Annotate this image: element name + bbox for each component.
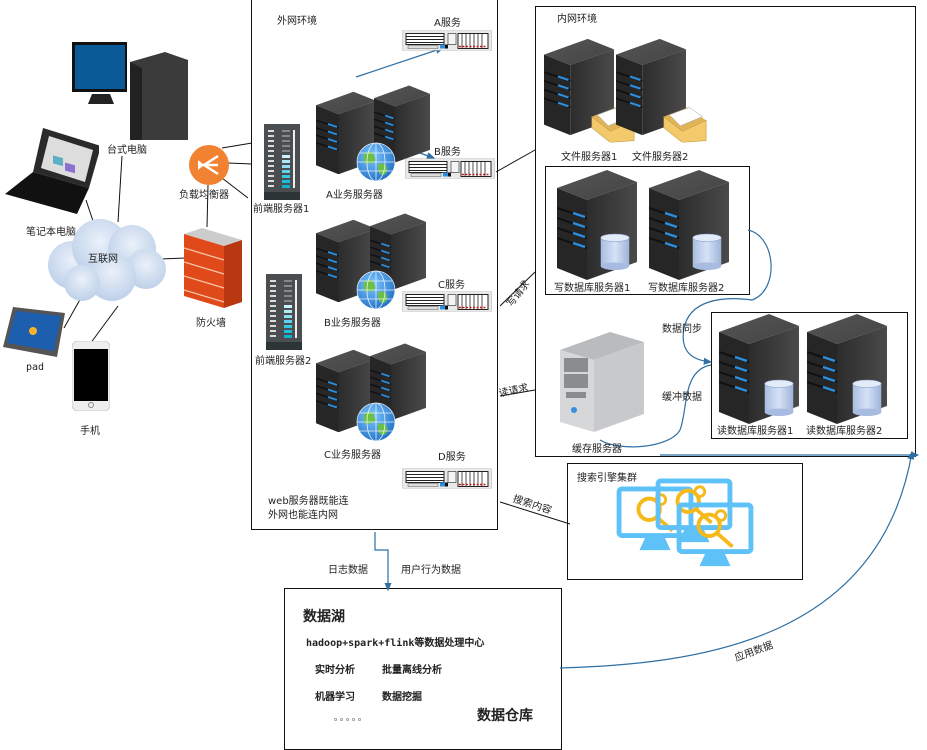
line-balancer-fe1b [227, 162, 253, 165]
desktop-computer-icon [70, 40, 190, 158]
data-mining: 数据挖掘 [382, 692, 422, 703]
batch-offline-analysis: 批量离线分析 [382, 665, 442, 676]
globe-icon [356, 270, 396, 310]
database-icon [600, 228, 630, 276]
log-data-label: 日志数据 [328, 565, 368, 576]
globe-icon [356, 402, 396, 442]
buffer-label: 缓冲数据 [662, 392, 702, 403]
pad-tablet-icon [3, 307, 67, 357]
service-c-label: C服务 [438, 280, 465, 291]
datalake-title: 数据湖 [303, 609, 345, 625]
service-d-rack-icon [402, 468, 492, 489]
file-server-2-label: 文件服务器2 [632, 152, 689, 163]
pad-label: pad [26, 362, 45, 373]
app-data-label: 应用数据 [733, 640, 775, 665]
phone-label: 手机 [80, 426, 100, 437]
user-behavior-label: 用户行为数据 [401, 565, 461, 576]
database-icon [764, 374, 794, 422]
web-server-note-line2: 外网也能连内网 [268, 510, 338, 521]
database-icon [692, 228, 722, 276]
web-server-note-line1: web服务器既能连 [268, 496, 349, 507]
laptop-label: 笔记本电脑 [26, 227, 76, 238]
mobile-phone-icon [71, 340, 111, 412]
folder-icon [662, 104, 708, 144]
load-balancer-icon [188, 144, 230, 186]
business-server-b-label: B业务服务器 [324, 318, 381, 329]
file-server-1-label: 文件服务器1 [561, 152, 618, 163]
machine-learning: 机器学习 [315, 692, 355, 703]
globe-icon [356, 142, 396, 182]
desktop-label: 台式电脑 [107, 145, 147, 156]
service-c-rack-icon [402, 291, 492, 312]
frontend-server-2-icon [266, 274, 302, 350]
intranet-title: 内网环境 [557, 14, 597, 25]
read-request-label: 读请求 [497, 382, 530, 400]
search-cluster-title: 搜索引擎集群 [577, 473, 637, 484]
search-content-label: 搜索内容 [511, 493, 553, 517]
frontend-server-1-label: 前端服务器1 [253, 204, 310, 215]
realtime-analysis: 实时分析 [315, 665, 355, 676]
ellipsis: 。。。。。 [334, 713, 368, 722]
extranet-zone [251, 0, 498, 530]
service-b-label: B服务 [434, 147, 461, 158]
service-b-rack-icon [405, 158, 495, 179]
line-phone-internet [89, 305, 119, 345]
business-server-c-label: C业务服务器 [324, 450, 381, 461]
firewall-label: 防火墙 [196, 318, 226, 329]
cache-server-icon [560, 332, 644, 432]
frontend-server-2-label: 前端服务器2 [255, 356, 312, 367]
read-db-server-1-label: 读数据库服务器1 [717, 426, 794, 437]
line-extranet-files [495, 149, 536, 173]
write-db-server-2-label: 写数据库服务器2 [648, 283, 725, 294]
write-request-label: 写请求 [505, 278, 533, 310]
data-warehouse-label: 数据仓库 [477, 708, 533, 724]
sync-label: 数据同步 [662, 324, 702, 335]
business-server-a-label: A业务服务器 [326, 190, 383, 201]
extranet-title: 外网环境 [277, 16, 317, 27]
search-monitor-icon [676, 502, 754, 570]
internet-cloud-icon [42, 213, 168, 303]
cache-server-label: 缓存服务器 [572, 444, 622, 455]
frontend-server-1-icon [264, 124, 300, 200]
datalake-engine: hadoop+spark+flink等数据处理中心 [306, 638, 485, 649]
load-balancer-label: 负载均衡器 [179, 190, 229, 201]
service-a-label: A服务 [434, 18, 461, 29]
database-icon [852, 374, 882, 422]
write-db-server-1-label: 写数据库服务器1 [554, 283, 631, 294]
read-db-group [711, 312, 908, 439]
internet-label: 互联网 [88, 254, 118, 265]
arrow-log-user [374, 532, 392, 592]
firewall-icon [183, 228, 242, 308]
service-d-label: D服务 [438, 452, 466, 463]
service-a-rack-icon [402, 30, 492, 51]
read-db-server-2-label: 读数据库服务器2 [806, 426, 883, 437]
laptop-icon [3, 128, 101, 216]
